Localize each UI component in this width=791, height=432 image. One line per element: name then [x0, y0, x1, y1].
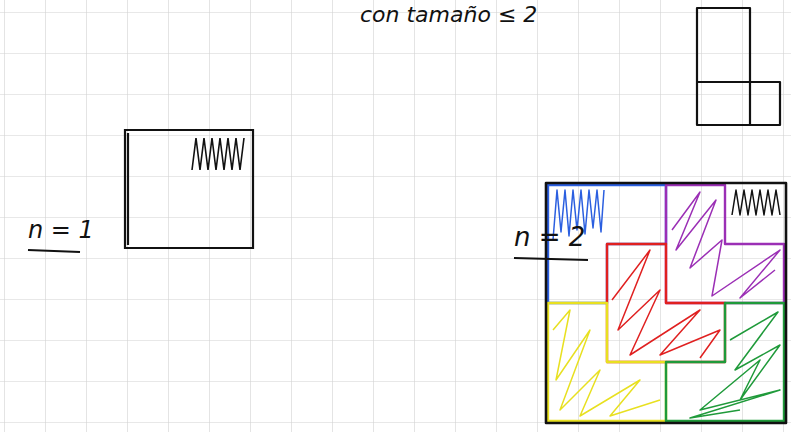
- heading-note: con tamaño ≤ 2: [360, 2, 537, 27]
- l-tromino: [697, 8, 780, 125]
- underline: [514, 258, 588, 260]
- case-label: n = 1: [28, 216, 94, 244]
- board-n2: [546, 183, 786, 423]
- board-n1: [125, 130, 253, 248]
- underline: [28, 250, 80, 252]
- case-label: n = 2: [514, 222, 585, 252]
